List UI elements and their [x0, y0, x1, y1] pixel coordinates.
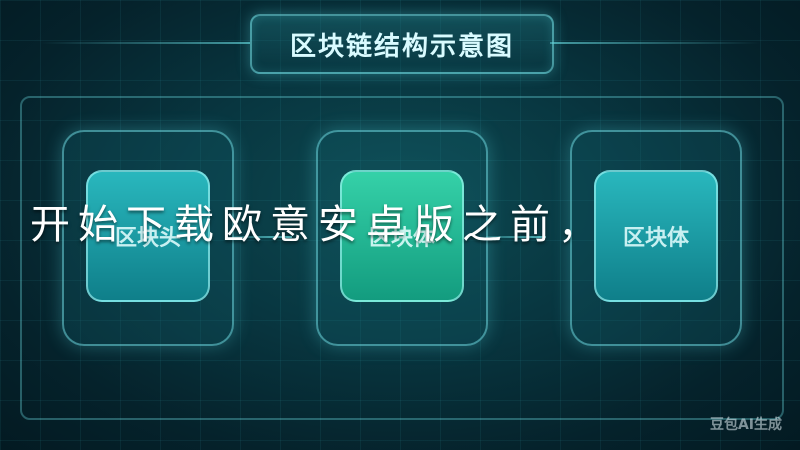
watermark: 豆包AI生成 [709, 417, 782, 433]
block-card-2: 区块体 [316, 130, 488, 346]
diagram-frame [20, 96, 784, 420]
block-2: 区块体 [340, 170, 464, 302]
connector-1 [232, 236, 292, 238]
block-1: 区块头 [86, 170, 210, 302]
block-1-label: 区块头 [114, 226, 181, 251]
title-right-line [550, 42, 760, 44]
overlay-caption: 开始下载欧意安卓版之前， [30, 202, 606, 248]
title-banner: 区块链结构示意图 [250, 14, 554, 74]
title-left-line [40, 42, 250, 44]
page-title: 区块链结构示意图 [289, 31, 514, 62]
connector-2 [486, 236, 546, 238]
block-2-label: 区块体 [368, 226, 435, 251]
block-card-3: 区块体 [570, 130, 742, 346]
block-card-1: 区块头 [62, 130, 234, 346]
block-3-label: 区块体 [622, 226, 689, 251]
block-3: 区块体 [594, 170, 718, 302]
